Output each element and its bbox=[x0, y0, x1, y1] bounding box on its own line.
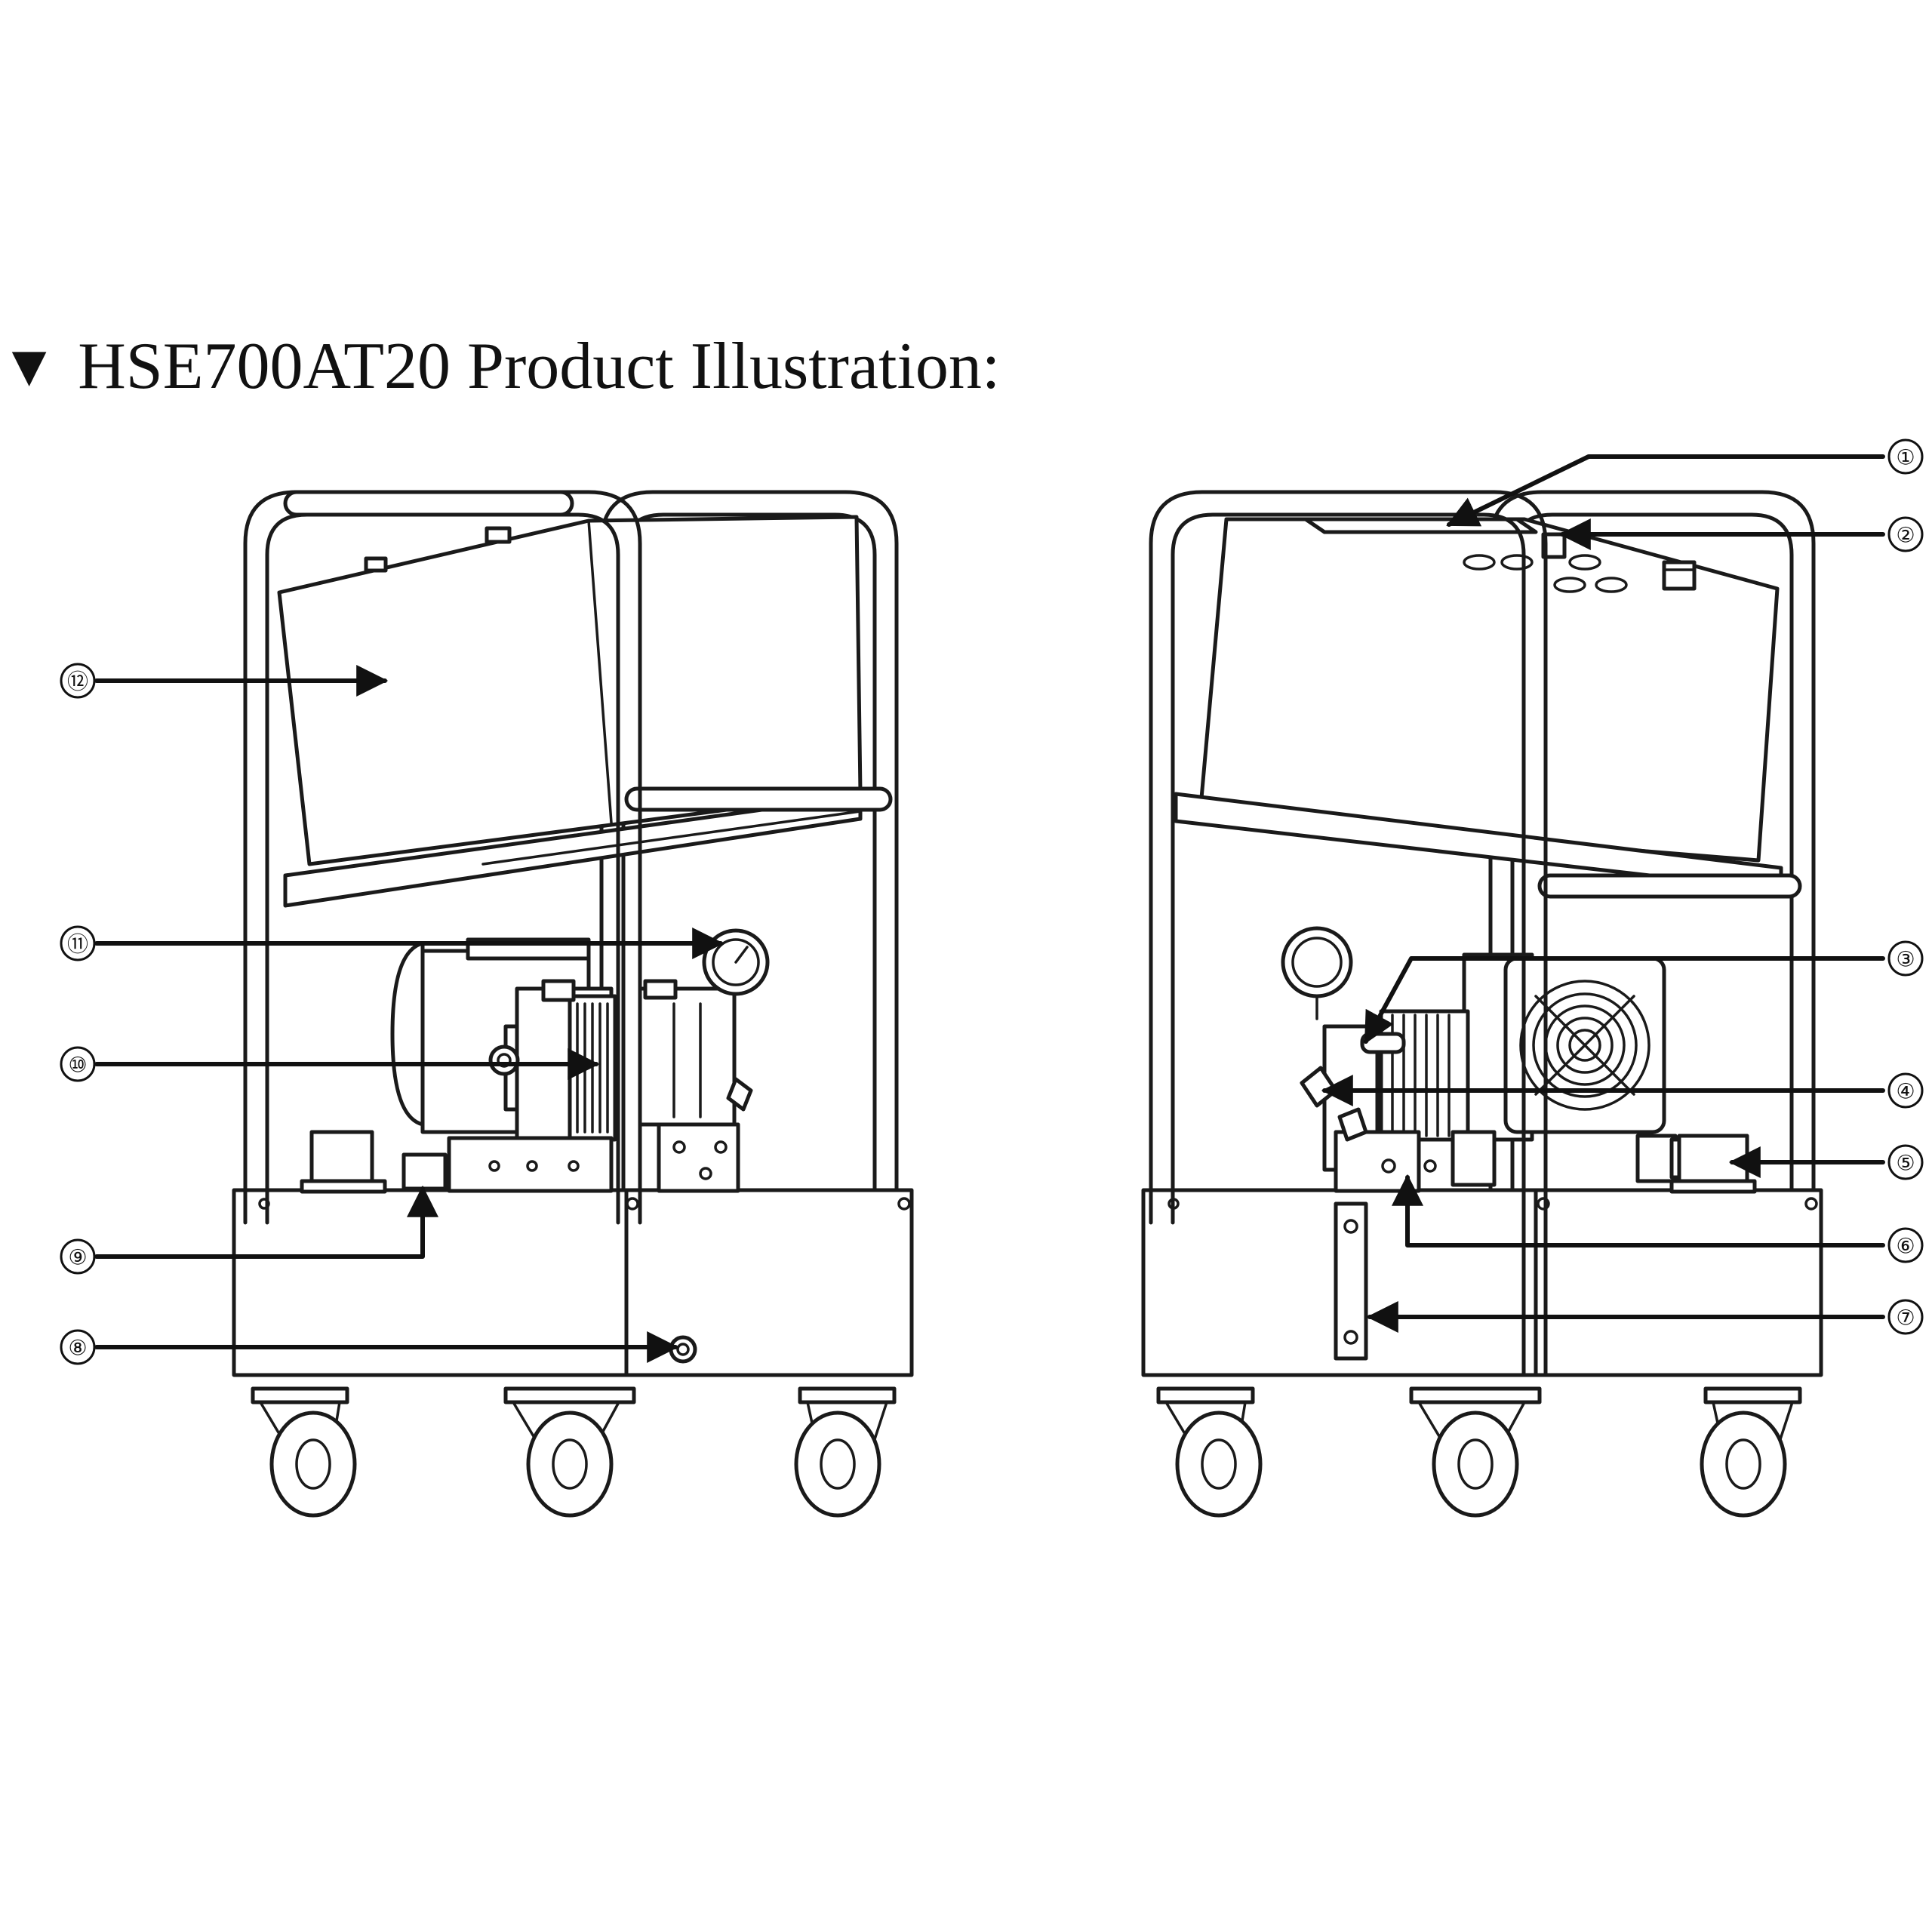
svg-text:⑥: ⑥ bbox=[1896, 1234, 1915, 1259]
svg-text:⑩: ⑩ bbox=[68, 1053, 87, 1078]
svg-text:⑪: ⑪ bbox=[67, 932, 88, 957]
left-cooler-fins bbox=[568, 994, 617, 1142]
left-valve-block bbox=[638, 928, 770, 1193]
page-title: ▼ HSE700AT20 Product Illustration: bbox=[0, 325, 1000, 408]
right-caster-3 bbox=[1700, 1386, 1802, 1518]
right-shelf-tray bbox=[1174, 792, 1802, 899]
left-oil-tank bbox=[277, 515, 863, 866]
svg-text:①: ① bbox=[1896, 445, 1915, 470]
callout-6: ⑥ bbox=[1887, 1227, 1924, 1263]
callout-4: ④ bbox=[1887, 1072, 1924, 1109]
callout-2: ② bbox=[1887, 516, 1924, 552]
left-shelf-tray bbox=[283, 786, 893, 908]
leader-c6 bbox=[1392, 1174, 1885, 1247]
callout-5: ⑤ bbox=[1887, 1144, 1924, 1180]
right-front-frame bbox=[1149, 490, 1548, 1376]
svg-text:⑨: ⑨ bbox=[68, 1245, 87, 1270]
right-caster-2 bbox=[1409, 1386, 1542, 1518]
left-caster-2 bbox=[503, 1386, 636, 1518]
left-motor-pump bbox=[300, 937, 617, 1194]
svg-text:③: ③ bbox=[1896, 947, 1915, 972]
right-oil-tank bbox=[1198, 517, 1780, 863]
right-view-pump-unit bbox=[1141, 490, 1823, 1518]
callout-numbers: ① ② ③ ④ ⑤ ⑥ ⑦ ⑧ ⑨ ⑩ ⑪ ⑫ bbox=[60, 438, 1924, 1365]
right-caster-1 bbox=[1156, 1386, 1263, 1518]
callout-7: ⑦ bbox=[1887, 1299, 1924, 1335]
right-motor-fan bbox=[1462, 952, 1757, 1194]
leader-lines bbox=[94, 454, 1885, 1363]
left-caster-1 bbox=[251, 1386, 357, 1518]
leader-c9 bbox=[94, 1185, 438, 1259]
svg-text:⑦: ⑦ bbox=[1896, 1306, 1915, 1331]
callout-9: ⑨ bbox=[60, 1238, 96, 1275]
callout-1: ① bbox=[1887, 438, 1924, 475]
left-front-frame bbox=[243, 490, 642, 1225]
fan-guard-icon bbox=[1519, 980, 1651, 1111]
svg-text:②: ② bbox=[1896, 523, 1915, 548]
callout-10: ⑩ bbox=[60, 1046, 96, 1082]
callout-11: ⑪ bbox=[60, 925, 96, 961]
right-casters bbox=[1156, 1386, 1802, 1518]
right-base-box bbox=[1141, 1188, 1823, 1377]
tank-top-cover-plate bbox=[1303, 517, 1538, 534]
triangle-marker-icon: ▼ bbox=[0, 333, 59, 398]
callout-12: ⑫ bbox=[60, 663, 96, 699]
svg-text:⑫: ⑫ bbox=[67, 669, 88, 694]
svg-text:⑤: ⑤ bbox=[1896, 1151, 1915, 1176]
svg-text:④: ④ bbox=[1896, 1079, 1915, 1104]
callout-8: ⑧ bbox=[60, 1329, 96, 1365]
callout-3: ③ bbox=[1887, 940, 1924, 977]
left-caster-3 bbox=[794, 1386, 897, 1518]
leader-c1 bbox=[1446, 454, 1885, 527]
oil-level-sight-glass bbox=[1334, 1201, 1368, 1361]
leader-c3 bbox=[1364, 956, 1885, 1044]
left-view-pump-unit bbox=[232, 490, 914, 1518]
title-text: HSE700AT20 Product Illustration: bbox=[78, 329, 1001, 403]
left-casters bbox=[251, 1386, 897, 1518]
svg-text:⑧: ⑧ bbox=[68, 1336, 87, 1361]
